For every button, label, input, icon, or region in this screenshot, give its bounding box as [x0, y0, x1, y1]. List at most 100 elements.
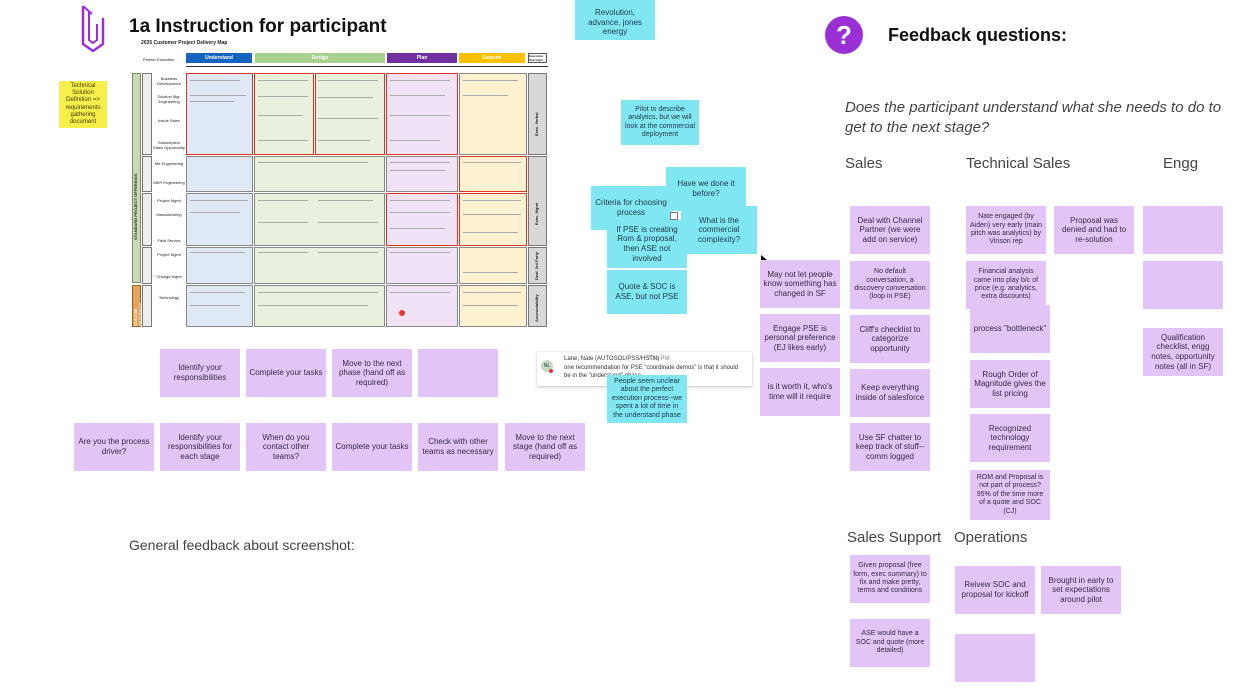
sticky-checkbox[interactable] [670, 212, 678, 220]
sticky-note[interactable]: Given proposal (free form, exec summary)… [850, 555, 930, 603]
sticky-note[interactable]: Have we done it before? [666, 167, 746, 211]
map-group-operations [142, 193, 152, 246]
sticky-note[interactable]: Move to the next phase (hand off as requ… [332, 349, 412, 397]
map-right-label [528, 73, 547, 155]
sticky-note[interactable]: Identify your responsibilities [160, 349, 240, 397]
phase-understand: Understand [186, 53, 252, 63]
sticky-note[interactable] [418, 349, 498, 397]
phase-plan: Plan [387, 53, 457, 63]
map-cell [459, 73, 527, 155]
sticky-note[interactable]: process "bottleneck" [970, 305, 1050, 353]
map-band-custom [132, 285, 141, 327]
sticky-note[interactable]: Check with other teams as necessary [418, 423, 498, 471]
sticky-note[interactable]: May not let people know something has ch… [760, 260, 840, 308]
sticky-note[interactable]: People seem unclear about the perfect ex… [607, 375, 687, 423]
map-cell [254, 247, 385, 284]
sticky-note[interactable]: Proposal was denied and had to re-soluti… [1054, 206, 1134, 254]
map-cell [386, 193, 458, 246]
map-row-label: Project Mgmt [157, 198, 181, 203]
map-cell [186, 73, 253, 155]
sticky-note[interactable]: Complete your tasks [332, 423, 412, 471]
map-cell [254, 193, 385, 246]
sticky-note[interactable]: Recognized technology requirement [970, 414, 1050, 462]
map-right-label-text: Deal. 3rd Party [534, 251, 539, 280]
sticky-note[interactable]: Financial analysis came into play b/c of… [966, 261, 1046, 309]
map-row-label: Subscription Sales Opportunity [153, 140, 185, 150]
feedback-title: Feedback questions: [888, 25, 1068, 45]
phase-execute: Execute [459, 53, 525, 63]
sticky-note[interactable]: What is the commercial complexity? [681, 206, 757, 254]
map-row-label: Business Development [157, 76, 181, 86]
map-group-post [142, 247, 152, 284]
comment-author: Lane, Nate (AUTOSOL/PSS/HSTN) [564, 356, 660, 362]
sticky-note[interactable]: ROM and Proposal is not part of process?… [970, 470, 1050, 520]
sticky-note[interactable] [955, 634, 1035, 682]
map-timeline [186, 66, 548, 67]
map-title: 2035 Customer Project Delivery Map [141, 40, 228, 46]
sticky-note[interactable]: Reivew SOC and proposal for kickoff [955, 566, 1035, 614]
sticky-note[interactable]: Move to the next stage (hand off as requ… [505, 423, 585, 471]
map-right-label-text: Exec. Verbal [534, 112, 539, 136]
map-right-label-text: Exec. Mgmt [534, 202, 539, 225]
map-cell [459, 247, 527, 284]
map-row-label: MER Engineering [153, 180, 185, 185]
map-group-engineering [142, 156, 152, 192]
sticky-note[interactable]: When do you contact other teams? [246, 423, 326, 471]
map-cell [386, 73, 458, 155]
map-cell [254, 73, 314, 155]
sticky-note[interactable]: Nate engaged (by Aiden) very early (main… [966, 206, 1046, 254]
sticky-note[interactable]: Deal with Channel Partner (we were add o… [850, 206, 930, 254]
map-row-label: Inside Sales [158, 118, 180, 123]
sticky-note[interactable]: Complete your tasks [246, 349, 326, 397]
sticky-note[interactable]: Rough Order of Magnitude gives the list … [970, 360, 1050, 408]
map-band-standard [132, 73, 141, 283]
sticky-note[interactable]: If PSE is creating Rom & proposal, then … [607, 220, 687, 268]
map-row-label: Mfr Engineering [154, 161, 184, 166]
map-row-label: Field Service [157, 238, 181, 243]
sticky-note[interactable]: No default conversation, a discovery con… [850, 261, 930, 309]
sticky-note[interactable]: Are you the process driver? [74, 423, 154, 471]
sticky-note[interactable]: Revolution, advance, jones energy [575, 0, 655, 40]
sticky-note[interactable] [1143, 206, 1223, 254]
sticky-note[interactable]: Qualification checklist, engg notes, opp… [1143, 328, 1223, 376]
column-header-engg: Engg [1163, 155, 1199, 172]
sticky-note[interactable]: Engage PSE is personal preference (EJ li… [760, 314, 840, 362]
column-header-sales: Sales [845, 155, 883, 172]
map-cell [315, 73, 385, 155]
sticky-note[interactable]: Brought in early to set expectations aro… [1041, 566, 1121, 614]
sticky-note[interactable] [1143, 261, 1223, 309]
map-right-label [528, 285, 547, 327]
map-perfect-execution: Perfect Execution [143, 57, 175, 62]
map-right-label [528, 156, 547, 246]
map-cell [186, 247, 253, 284]
sticky-note[interactable]: Cliff's checklist to categorize opportun… [850, 315, 930, 363]
column-header-technical-sales: Technical Sales [966, 155, 1071, 172]
comment-text: one recommendation for PSE "coordinate d… [564, 365, 739, 379]
cursor-icon [760, 254, 768, 264]
map-right-label [528, 247, 547, 284]
sticky-note[interactable]: is it worth it, who's time will it requi… [760, 368, 840, 416]
sticky-note[interactable]: Technical Solution Definition => require… [59, 81, 107, 128]
sticky-note[interactable]: Keep everything inside of salesforce [850, 369, 930, 417]
sticky-note[interactable]: ASE would have a SOC and quote (more det… [850, 619, 930, 667]
sticky-note[interactable]: Pilot to describe analytics, but we will… [621, 100, 699, 145]
question-icon: ? [825, 16, 863, 54]
sticky-note[interactable]: Identify your responsibilities for each … [160, 423, 240, 471]
unread-dot [549, 369, 553, 373]
sticky-note[interactable]: Quote & SOC is ASE, but not PSE [607, 270, 687, 314]
phase-design: Design [255, 53, 385, 63]
map-row-label: Manufacturing [156, 212, 182, 217]
map-cell [459, 193, 527, 246]
map-band-standard-label: STANDARD PROJECT OFFERINGS [133, 173, 138, 240]
column-header-operations: Operations [954, 529, 1028, 546]
sticky-note[interactable]: Use SF chatter to keep track of stuff-- … [850, 423, 930, 471]
comment-time: 2:35 PM [647, 356, 670, 362]
map-group-sales [142, 73, 152, 155]
map-row-label: Project Mgmt [157, 252, 181, 257]
map-cell [186, 156, 253, 192]
page-title: 1a Instruction for participant [129, 16, 387, 37]
map-row-label: Solution Mgr. Engineering [157, 94, 181, 104]
feedback-question: Does the participant understand what she… [845, 99, 1222, 136]
map-cell [386, 247, 458, 284]
phase-oversight: Execution Oversight [528, 53, 547, 63]
